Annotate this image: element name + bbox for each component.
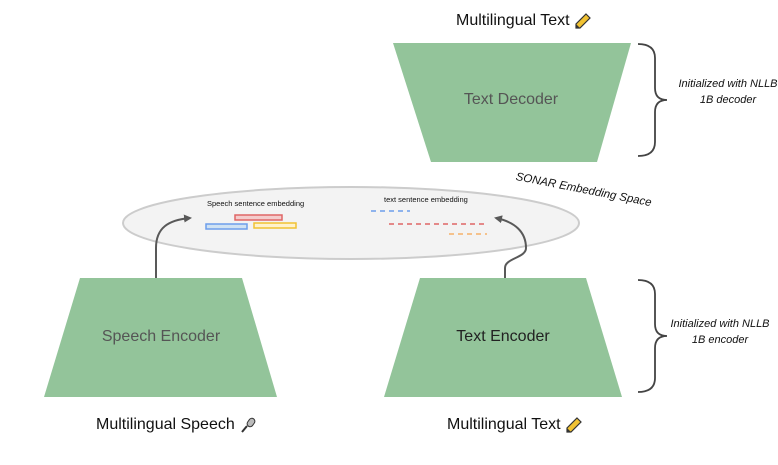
- microphone-icon: [240, 417, 256, 433]
- text-embedding-label: text sentence embedding: [384, 195, 468, 204]
- speech-embedding-label: Speech sentence embedding: [207, 199, 305, 208]
- text-encoder-label: Text Encoder: [456, 328, 550, 345]
- text-decoder-block: [393, 43, 631, 162]
- speech-embedding-bar-yellow: [253, 222, 297, 229]
- top-output-label: Multilingual Text: [456, 12, 591, 30]
- speech-embedding-bar-blue: [205, 223, 248, 230]
- text-decoder-label: Text Decoder: [463, 91, 559, 108]
- top-output-text: Multilingual Text: [456, 12, 570, 29]
- decoder-init-note: Initialized with NLLB 1B decoder: [678, 78, 778, 106]
- speech-embedding-bar-red: [234, 214, 283, 221]
- decoder-brace: [637, 43, 668, 157]
- encoder-init-note: Initialized with NLLB 1B encoder: [670, 318, 770, 346]
- pencil-icon: [565, 417, 582, 433]
- text-encoder-block: [384, 278, 622, 397]
- speech-input-label: Multilingual Speech: [96, 416, 256, 434]
- text-to-embedding-arrow: [494, 215, 528, 278]
- encoder-brace: [637, 279, 668, 393]
- sonar-embedding-ellipse: [122, 186, 580, 260]
- speech-encoder-label: Speech Encoder: [101, 328, 221, 345]
- pencil-icon: [574, 13, 591, 29]
- speech-to-embedding-arrow: [155, 214, 192, 278]
- text-input-label: Multilingual Text: [447, 416, 582, 434]
- speech-input-text: Multilingual Speech: [96, 416, 235, 433]
- text-input-text: Multilingual Text: [447, 416, 561, 433]
- speech-encoder-block: [44, 278, 277, 397]
